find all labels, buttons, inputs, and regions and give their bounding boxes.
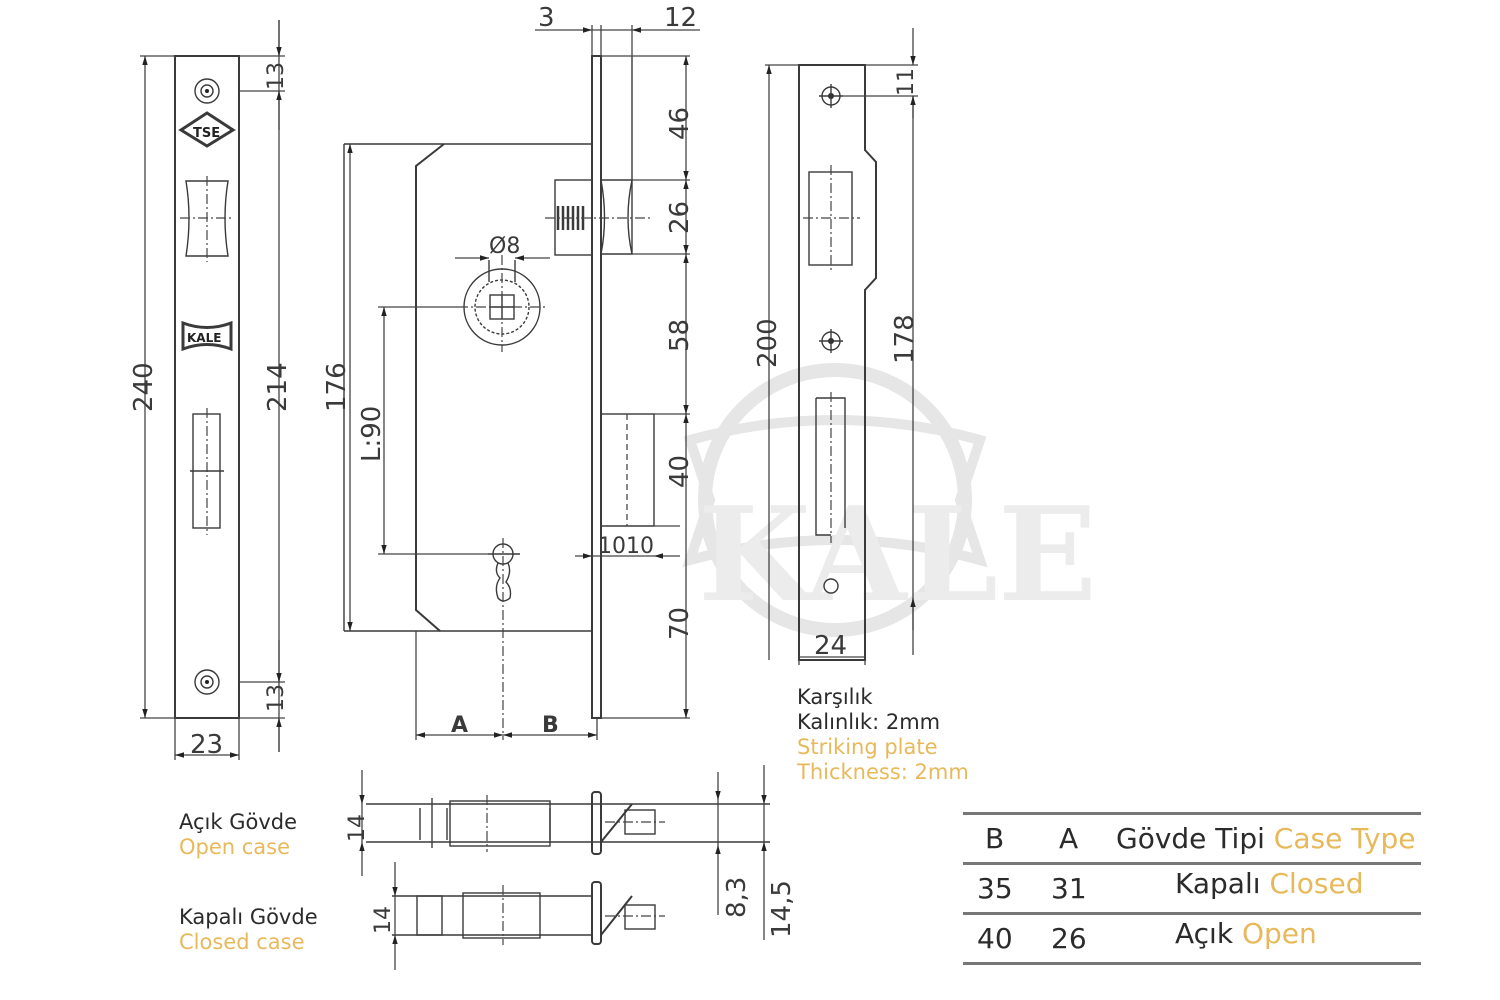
svg-text:KALE: KALE <box>187 331 221 345</box>
table-rule <box>963 812 1421 815</box>
svg-text:1010: 1010 <box>598 534 654 559</box>
kale-watermark-logo: KALE <box>682 363 1097 637</box>
cell-case-type: Kapalı Closed <box>1175 867 1364 900</box>
open-case-label-en: Open case <box>179 835 291 859</box>
header-case-type: Gövde Tipi Case Type <box>1116 822 1416 855</box>
open-case-label-tr: Açık Gövde <box>179 810 298 834</box>
kale-logo-icon: KALE <box>181 320 233 352</box>
cell-b: 40 <box>977 922 1013 955</box>
svg-text:178: 178 <box>890 314 920 364</box>
svg-text:L:90: L:90 <box>357 406 387 462</box>
strike-note-en-2: Thickness: 2mm <box>797 760 969 784</box>
svg-text:14: 14 <box>371 906 396 934</box>
strike-plate-view: 200 11 178 24 <box>753 28 920 665</box>
svg-text:8,3: 8,3 <box>722 877 752 918</box>
screw-hole-icon <box>194 669 220 695</box>
closed-case-top-view: 14 <box>371 862 665 970</box>
svg-text:200: 200 <box>753 318 783 368</box>
svg-text:24: 24 <box>814 631 847 661</box>
svg-text:TSE: TSE <box>193 126 220 141</box>
svg-text:40: 40 <box>665 455 695 488</box>
table-rule <box>963 862 1421 865</box>
svg-text:176: 176 <box>322 362 352 412</box>
table-row: 40 26 Açık Open <box>963 915 1421 962</box>
svg-text:26: 26 <box>665 201 695 234</box>
screw-hole-icon <box>819 329 843 353</box>
table-rule <box>963 912 1421 915</box>
cell-a: 26 <box>1051 922 1087 955</box>
cell-b: 35 <box>977 872 1013 905</box>
svg-text:214: 214 <box>263 362 293 412</box>
svg-text:46: 46 <box>665 107 695 140</box>
svg-text:Ø8: Ø8 <box>489 234 520 259</box>
open-case-top-view: 14 <box>345 770 770 876</box>
screw-hole-icon <box>194 78 220 104</box>
svg-text:13: 13 <box>264 62 289 90</box>
svg-text:A: A <box>451 713 468 738</box>
lock-body-side-view: Ø8 176 L:90 3 12 46 <box>322 3 700 740</box>
svg-text:58: 58 <box>665 319 695 352</box>
svg-text:B: B <box>542 713 559 738</box>
header-a: A <box>1059 822 1079 855</box>
svg-text:11: 11 <box>894 68 919 96</box>
faceplate-view: TSE KALE 240 <box>129 20 293 760</box>
svg-text:23: 23 <box>190 730 223 760</box>
screw-hole-icon <box>819 84 843 108</box>
header-b: B <box>985 822 1005 855</box>
cell-case-type: Açık Open <box>1175 917 1317 950</box>
svg-text:13: 13 <box>264 684 289 712</box>
strike-note-tr-2: Kalınlık: 2mm <box>797 710 941 734</box>
cell-a: 31 <box>1051 872 1087 905</box>
svg-text:14: 14 <box>345 814 370 842</box>
svg-text:12: 12 <box>664 3 697 33</box>
spindle-follower-icon <box>458 255 545 352</box>
svg-text:14,5: 14,5 <box>767 880 797 938</box>
closed-case-label-tr: Kapalı Gövde <box>179 905 318 929</box>
table-row: 35 31 Kapalı Closed <box>963 865 1421 912</box>
svg-text:70: 70 <box>665 607 695 640</box>
top-view-offset-dimensions: 8,3 14,5 <box>715 765 797 940</box>
svg-text:3: 3 <box>538 3 555 33</box>
strike-note-tr-1: Karşılık <box>797 685 873 709</box>
closed-case-label-en: Closed case <box>179 930 305 954</box>
case-type-table: B A Gövde Tipi Case Type 35 31 Kapalı Cl… <box>963 812 1421 965</box>
strike-note-en-1: Striking plate <box>797 735 938 759</box>
table-rule <box>963 962 1421 965</box>
table-header-row: B A Gövde Tipi Case Type <box>963 815 1421 862</box>
svg-text:240: 240 <box>129 362 159 412</box>
keyhole-icon <box>488 538 520 740</box>
tse-logo-icon: TSE <box>178 111 236 148</box>
watermark-text: KALE <box>698 478 1097 631</box>
